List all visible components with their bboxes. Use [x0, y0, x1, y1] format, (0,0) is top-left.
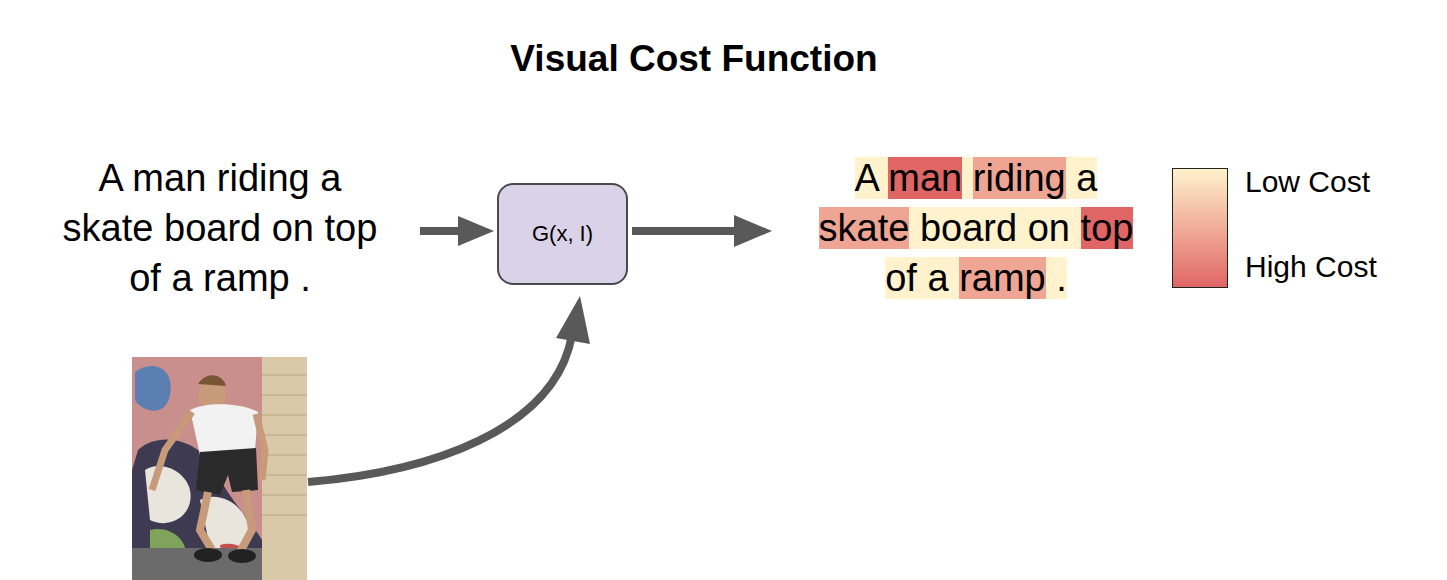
- cost-word: of: [885, 257, 917, 299]
- cost-word: a: [927, 257, 948, 299]
- arrow-head: [734, 215, 772, 247]
- arrow-line: [632, 227, 738, 235]
- legend-label: High Cost: [1245, 250, 1377, 284]
- word-gap: [1017, 207, 1028, 249]
- cost-word: skate: [819, 207, 910, 249]
- word-gap: [1046, 257, 1057, 299]
- cost-word: ramp: [959, 257, 1046, 299]
- curved-arrow: [308, 335, 572, 482]
- arrow-head: [458, 216, 494, 246]
- legend-swatch: [1172, 228, 1228, 288]
- cost-word: a: [1076, 157, 1097, 199]
- legend-swatch: [1172, 168, 1228, 228]
- cost-word: .: [1056, 257, 1067, 299]
- function-label: G(x, I): [532, 221, 593, 247]
- word-gap: [909, 207, 920, 249]
- arrow-line: [420, 227, 462, 235]
- word-gap: [1070, 207, 1081, 249]
- cost-word: top: [1081, 207, 1134, 249]
- cost-word: on: [1028, 207, 1070, 249]
- word-gap: [878, 157, 889, 199]
- word-gap: [1066, 157, 1077, 199]
- word-gap: [962, 157, 973, 199]
- photo: [132, 357, 307, 580]
- arrow-head: [556, 296, 590, 344]
- cost-word: board: [920, 207, 1017, 249]
- input-caption: A man riding a skate board on top of a r…: [50, 153, 390, 303]
- word-gap: [917, 257, 928, 299]
- output-caption: A man riding a skate board on top of a r…: [806, 153, 1146, 303]
- word-gap: [949, 257, 960, 299]
- legend-label: Low Cost: [1245, 165, 1370, 199]
- diagram-title: Visual Cost Function: [510, 38, 877, 80]
- cost-word: riding: [973, 157, 1066, 199]
- function-box: G(x, I): [497, 183, 628, 285]
- cost-word: A: [855, 157, 878, 199]
- cost-word: man: [888, 157, 962, 199]
